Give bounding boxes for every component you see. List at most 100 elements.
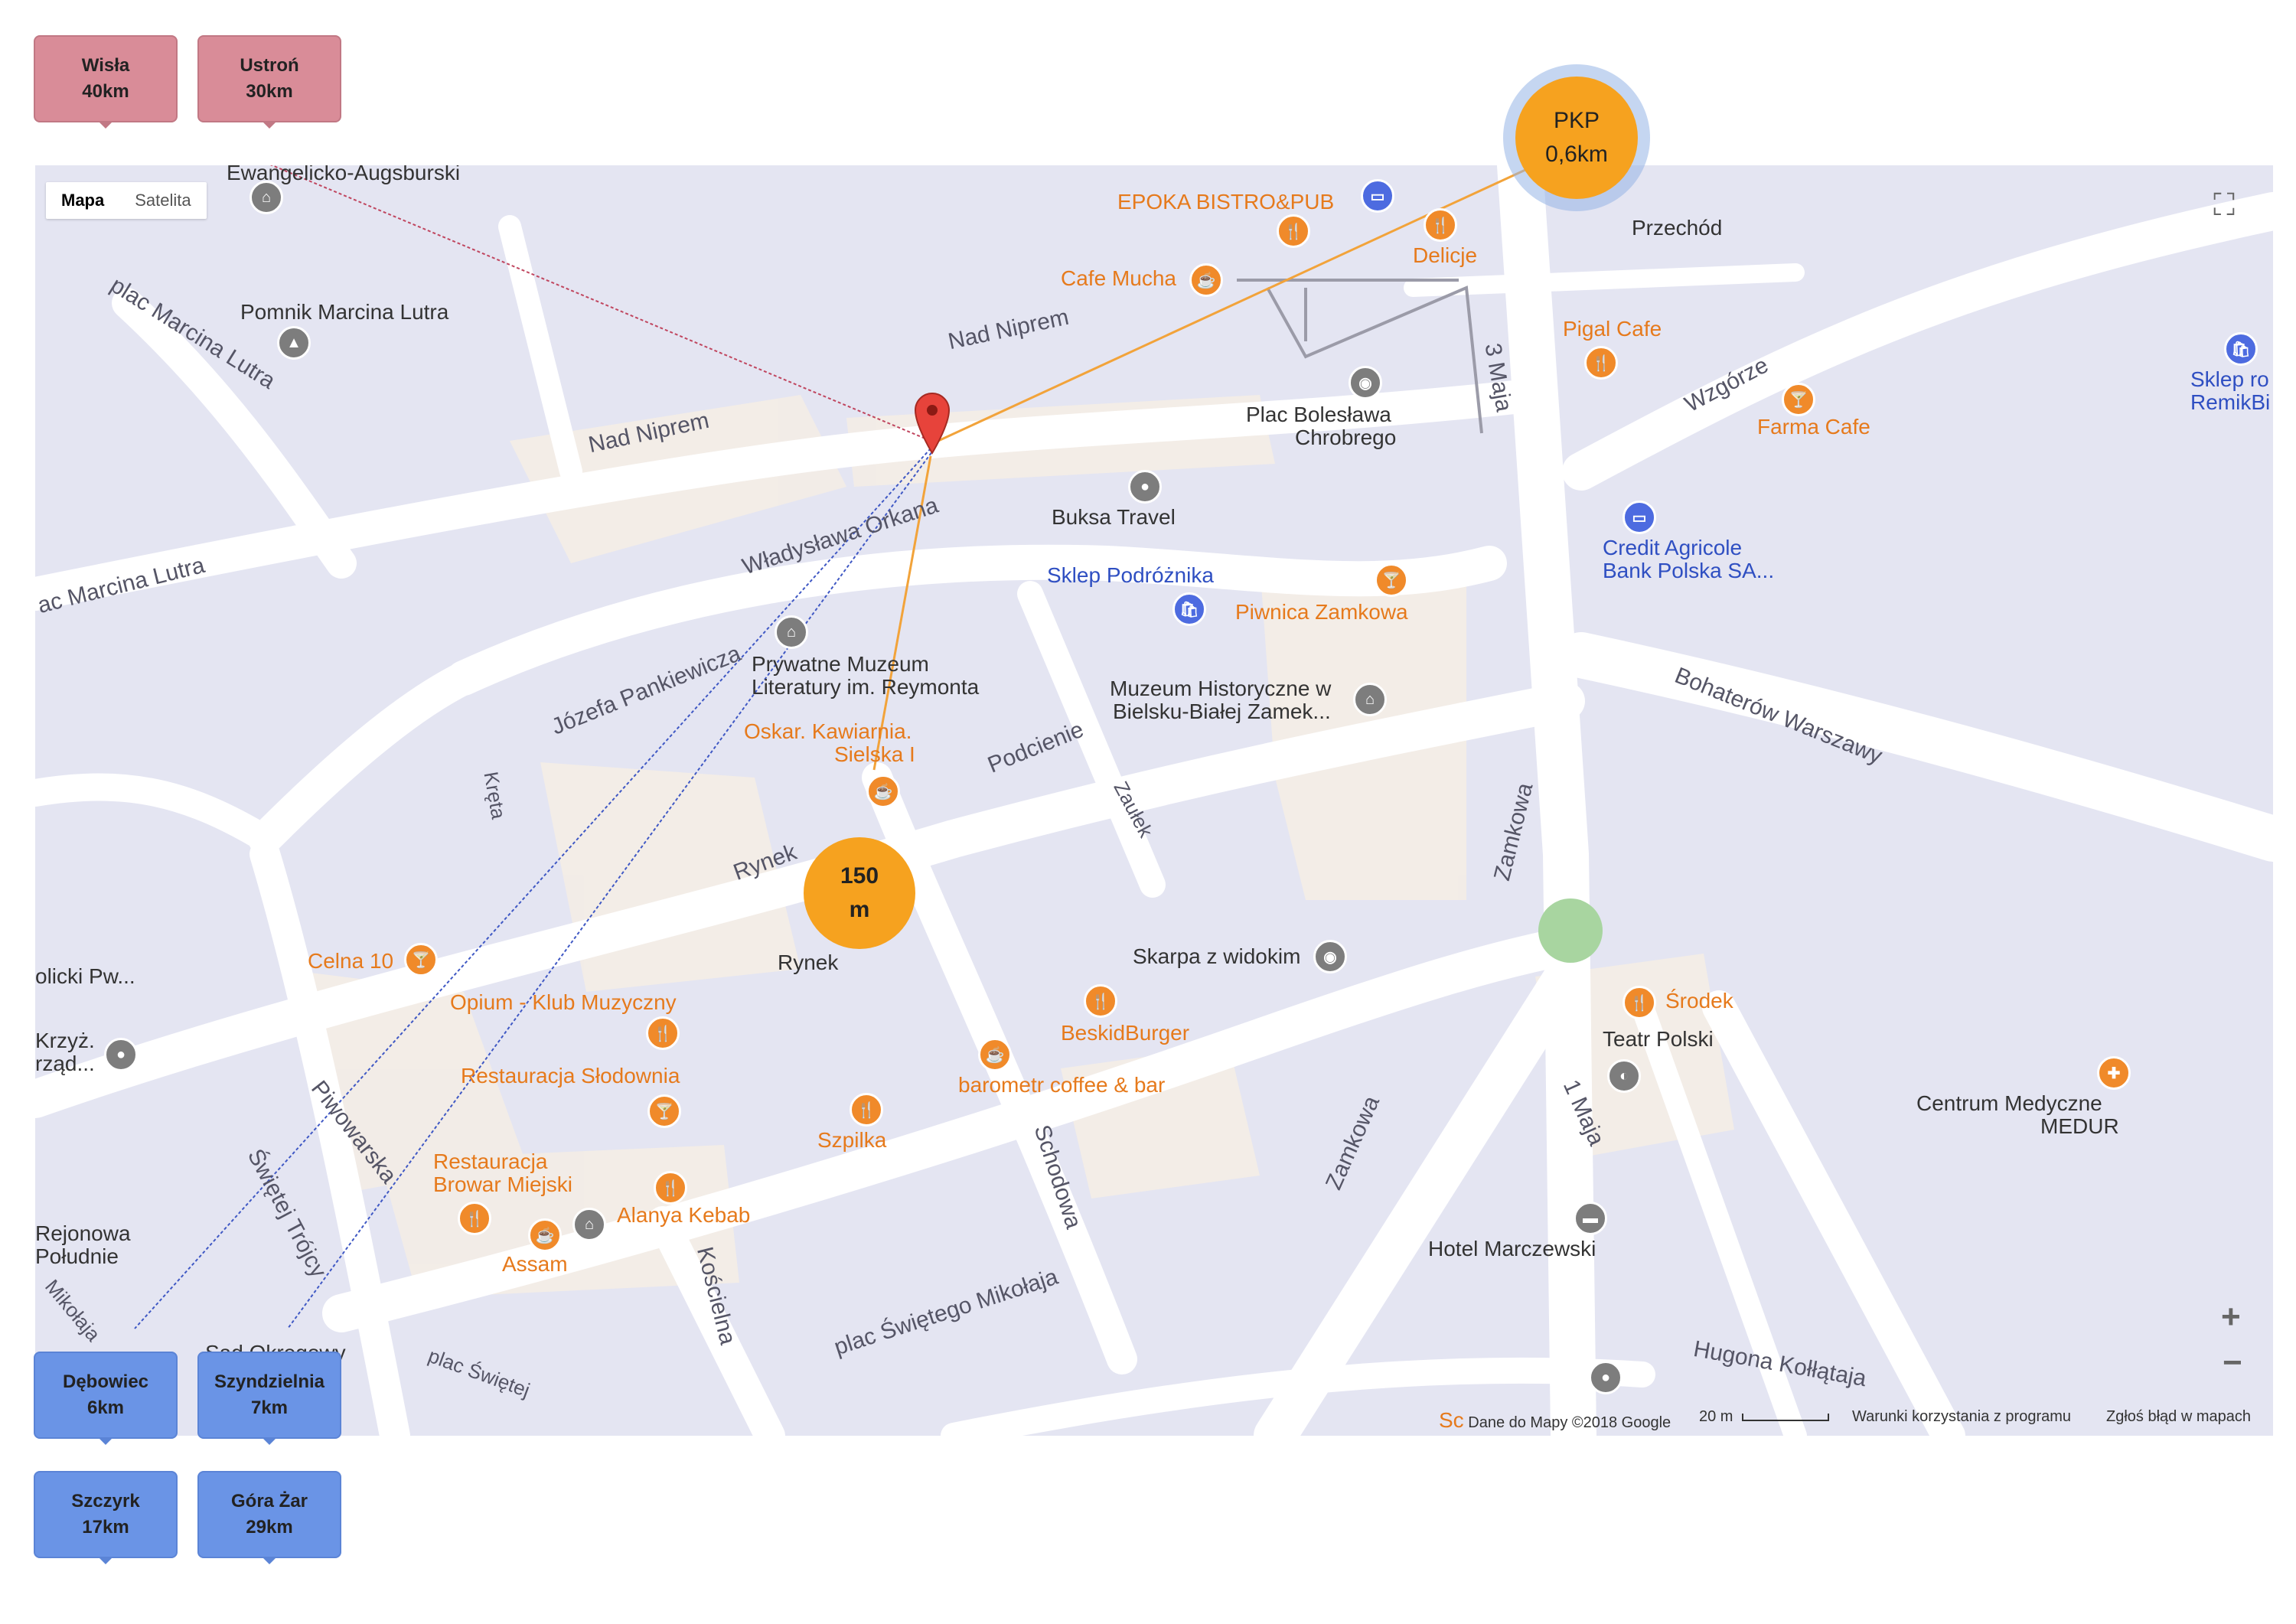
center-unit: m	[849, 897, 870, 922]
church-icon: ⌂	[249, 181, 283, 214]
distance-value: 17km	[82, 1517, 129, 1538]
map-canvas[interactable]: Mapa Satelita ⛶ Nad Niprem Nad Niprem Wł…	[35, 165, 2273, 1436]
poi-przechod-label[interactable]: Przechód	[1632, 216, 1723, 240]
poi-farma-label[interactable]: Farma Cafe	[1757, 415, 1870, 439]
distance-name: Wisła	[81, 55, 130, 76]
poi-olicki-label[interactable]: olicki Pw...	[35, 964, 135, 988]
distance-value: 6km	[86, 1397, 125, 1418]
poi-rejonowa-label[interactable]: Rejonowa	[35, 1221, 131, 1245]
poi-rejonowa-label-2[interactable]: Południe	[35, 1244, 119, 1268]
poi-credit-label-2[interactable]: Bank Polska SA...	[1603, 559, 1775, 582]
camera-icon: ◉	[1349, 366, 1382, 399]
zoom-in-button[interactable]: +	[2221, 1298, 2241, 1335]
poi-assam-label[interactable]: Assam	[502, 1252, 568, 1276]
poi-cafe-mucha-label[interactable]: Cafe Mucha	[1061, 266, 1176, 290]
map-type-satellite[interactable]: Satelita	[135, 191, 191, 210]
poi-muzeum-lit-label-2[interactable]: Literatury im. Reymonta	[752, 675, 980, 699]
restaurant-icon: 🍴	[654, 1171, 687, 1205]
scale-bar: 20 m	[1699, 1408, 1830, 1426]
distance-value: 29km	[246, 1517, 293, 1538]
poi-barometr-label[interactable]: barometr coffee & bar	[958, 1073, 1166, 1097]
poi-pomnik-label[interactable]: Pomnik Marcina Lutra	[240, 300, 449, 324]
poi-celna-label[interactable]: Celna 10	[308, 949, 394, 973]
poi-rynek-label[interactable]: Rynek	[778, 951, 839, 974]
pkp-label: PKP	[1553, 108, 1600, 133]
poi-szpilka-label[interactable]: Szpilka	[817, 1128, 887, 1152]
atm-icon: ▭	[1623, 501, 1656, 534]
poi-krzyz-label-2[interactable]: rząd...	[35, 1052, 95, 1075]
poi-teatr-label[interactable]: Teatr Polski	[1603, 1027, 1714, 1051]
poi-skarpa-label[interactable]: Skarpa z widokim	[1133, 944, 1301, 968]
poi-oskar-label[interactable]: Oskar. Kawiarnia.	[744, 719, 912, 743]
restaurant-icon: 🍴	[646, 1016, 680, 1050]
shop-icon: 🛍	[1172, 592, 1206, 626]
poi-epoka-label[interactable]: EPOKA BISTRO&PUB	[1117, 190, 1335, 214]
place-icon: ●	[104, 1038, 138, 1071]
restaurant-icon: 🍴	[458, 1202, 491, 1235]
place-icon: ●	[1589, 1361, 1623, 1394]
poi-piwnica-label[interactable]: Piwnica Zamkowa	[1235, 600, 1408, 624]
poi-sklep-podroznika-label[interactable]: Sklep Podróżnika	[1047, 563, 1214, 587]
poi-medur-label[interactable]: Centrum Medyczne	[1916, 1091, 2102, 1115]
poi-opium-label[interactable]: Opium - Klub Muzyczny	[450, 990, 677, 1014]
poi-beskid-label[interactable]: BeskidBurger	[1061, 1021, 1190, 1045]
distance-name: Ustroń	[240, 55, 299, 76]
distance-box-ustron[interactable]: Ustroń 30km	[197, 35, 341, 129]
poi-plac-label-2[interactable]: Chrobrego	[1295, 426, 1397, 449]
zoom-out-button[interactable]: −	[2223, 1344, 2242, 1381]
poi-buksa-label[interactable]: Buksa Travel	[1052, 505, 1176, 529]
distance-box-szyndzielnia[interactable]: Szyndzielnia 7km	[197, 1352, 341, 1445]
restaurant-icon: 🍴	[850, 1093, 883, 1127]
medical-icon: ✚	[2097, 1056, 2131, 1090]
poi-muzeum-hist-label[interactable]: Muzeum Historyczne w	[1110, 677, 1332, 700]
poi-credit-label[interactable]: Credit Agricole	[1603, 536, 1743, 559]
map-type-control[interactable]: Mapa Satelita	[46, 182, 207, 219]
theater-icon: ◐	[1607, 1059, 1641, 1093]
poi-browar-label-2[interactable]: Browar Miejski	[433, 1172, 573, 1196]
distance-value: 30km	[246, 81, 293, 102]
hotel-icon: ▬	[1574, 1202, 1607, 1235]
poi-browar-label[interactable]: Restauracja	[433, 1150, 548, 1173]
footer-sc: Sc	[1439, 1408, 1464, 1432]
restaurant-icon: 🍴	[1277, 214, 1310, 248]
report-link[interactable]: Zgłoś błąd w mapach	[2106, 1408, 2251, 1425]
museum-icon: ⌂	[775, 615, 808, 649]
distance-box-debowiec[interactable]: Dębowiec 6km	[34, 1352, 178, 1445]
poi-slodownia-label[interactable]: Restauracja Słodownia	[461, 1064, 680, 1088]
camera-icon: ◉	[1313, 940, 1347, 973]
footer-copyright: Dane do Mapy ©2018 Google	[1468, 1414, 1671, 1431]
poi-sklep-label-2[interactable]: RemikBi	[2190, 390, 2271, 414]
restaurant-icon: 🍴	[1084, 984, 1117, 1018]
scale-label: 20 m	[1699, 1408, 1733, 1425]
terms-link[interactable]: Warunki korzystania z programu	[1852, 1408, 2072, 1425]
poi-plac-label[interactable]: Plac Bolesława	[1246, 403, 1391, 426]
distance-box-gora-zar[interactable]: Góra Żar 29km	[197, 1471, 341, 1564]
restaurant-icon: 🍴	[1584, 346, 1618, 380]
distance-box-szczyrk[interactable]: Szczyrk 17km	[34, 1471, 178, 1564]
pkp-distance-marker[interactable]: PKP 0,6km	[1515, 77, 1638, 199]
poi-muzeum-lit-label[interactable]: Prywatne Muzeum	[752, 652, 929, 676]
bar-icon: 🍸	[404, 943, 438, 977]
atm-icon: ▭	[1361, 179, 1394, 213]
bar-icon: 🍸	[647, 1094, 681, 1128]
distance-box-wisla[interactable]: Wisła 40km	[34, 35, 178, 129]
distance-name: Szczyrk	[71, 1491, 140, 1511]
poi-alanya-label[interactable]: Alanya Kebab	[617, 1203, 751, 1227]
map-type-map[interactable]: Mapa	[61, 191, 105, 210]
poi-marczewski-label[interactable]: Hotel Marczewski	[1428, 1237, 1596, 1260]
poi-srodek-label[interactable]: Środek	[1665, 989, 1733, 1013]
center-distance-marker[interactable]: 150 m	[804, 837, 915, 949]
bar-icon: 🍸	[1375, 563, 1408, 597]
bar-icon: 🍸	[1782, 383, 1815, 416]
pkp-distance: 0,6km	[1545, 142, 1608, 167]
poi-oskar-label-2[interactable]: Sielska I	[834, 742, 915, 766]
poi-sklep-label[interactable]: Sklep ro	[2190, 367, 2269, 391]
poi-pigal-label[interactable]: Pigal Cafe	[1563, 317, 1662, 341]
poi-muzeum-hist-label-2[interactable]: Bielsku-Białej Zamek...	[1113, 699, 1331, 723]
poi-delicje-label[interactable]: Delicje	[1413, 243, 1478, 267]
poi-krzyz-label[interactable]: Krzyż.	[35, 1029, 95, 1052]
poi-medur-label-2[interactable]: MEDUR	[2040, 1114, 2119, 1138]
museum-icon: ⌂	[572, 1208, 606, 1241]
cafe-icon: ☕	[528, 1218, 562, 1252]
fullscreen-icon[interactable]: ⛶	[2213, 188, 2235, 222]
